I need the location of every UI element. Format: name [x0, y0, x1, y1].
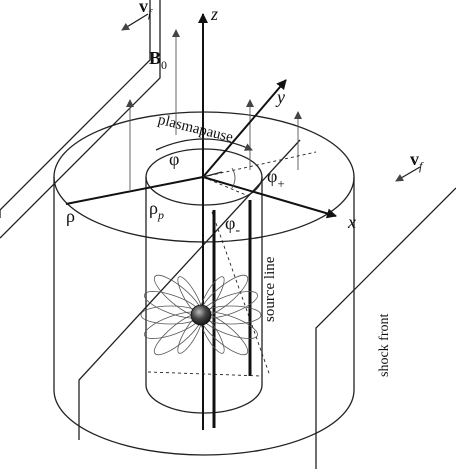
shock-front-right	[78, 139, 456, 469]
plasmapause-label: plasmapause	[156, 112, 235, 146]
phi-plus-label: φ+	[267, 166, 285, 191]
x-axis-label: x	[347, 212, 356, 232]
vf-arrows	[121, 13, 421, 182]
vf-top-label: vf	[139, 0, 153, 20]
vf-right-label: vf	[410, 149, 424, 173]
coordinate-axes	[65, 13, 337, 430]
phi-label: φ	[169, 149, 179, 169]
rho-label: ρ	[66, 206, 75, 226]
b0-label: B0	[149, 48, 167, 72]
b0-field-arrows	[126, 29, 302, 190]
rho-p-label: ρp	[149, 198, 164, 222]
shock-front-label: shock front	[377, 314, 392, 377]
earth-sphere	[190, 304, 212, 326]
z-axis-label: z	[210, 4, 218, 24]
phi-minus-label: φ-	[225, 213, 240, 238]
source-lines	[212, 200, 252, 428]
shock-front-left	[0, 0, 161, 239]
angle-construction	[147, 138, 317, 377]
source-line-label: source line	[262, 256, 278, 322]
y-axis-label: y	[275, 87, 285, 107]
